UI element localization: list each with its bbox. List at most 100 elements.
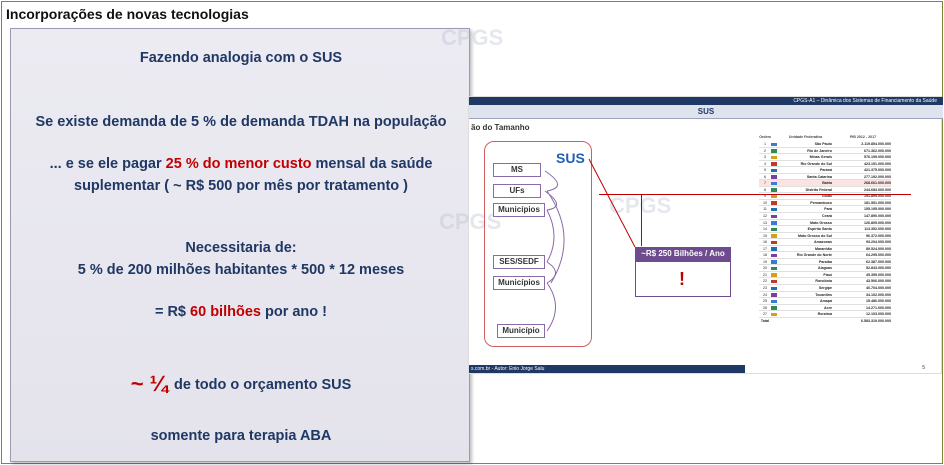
cell-ordem: 22 — [763, 279, 767, 284]
cell-uf: Sergipe — [818, 286, 832, 291]
embedded-slide: CPGS-A1 – Dinâmica dos Sistemas de Finan… — [439, 25, 943, 374]
cell-pib: 12.103.000.000 — [866, 312, 891, 317]
cell-uf: Paraná — [820, 168, 832, 173]
cell-ordem: 24 — [763, 292, 767, 297]
cell-pib: 96.372.000.000 — [866, 233, 891, 238]
flag-icon — [771, 181, 777, 186]
cell-ordem: 14 — [763, 227, 767, 232]
box-ufs: UFs — [493, 184, 541, 198]
cell-pib: 113.352.000.000 — [864, 227, 891, 232]
table-row: 14 Espírito Santo 113.352.000.000 — [759, 226, 891, 233]
cell-pib: 64.295.000.000 — [866, 253, 891, 258]
flag-icon — [771, 306, 777, 310]
flag-icon — [771, 286, 777, 291]
state-flag-icon — [771, 239, 779, 245]
cell-uf: Goiás — [822, 194, 832, 199]
flag-icon — [771, 234, 777, 238]
cell-uf: Santa Catarina — [806, 174, 832, 179]
cell-ordem: 12 — [763, 214, 767, 219]
cell-uf: Espírito Santo — [807, 227, 832, 232]
cell-ordem: 18 — [763, 253, 767, 258]
cell-uf: Piauí — [823, 272, 832, 277]
cell-pib: 155.195.000.000 — [864, 207, 891, 212]
threshold-connector — [641, 194, 642, 246]
pib-table-total: Total 6.583.319.000.000 — [759, 318, 891, 325]
cell-pib: 14.271.000.000 — [866, 305, 891, 310]
total-value: 6.583.319.000.000 — [861, 318, 891, 323]
slide-top-text: CPGS-A1 – Dinâmica dos Sistemas de Finan… — [793, 98, 937, 104]
total-label: Total — [760, 318, 770, 323]
state-flag-icon — [771, 174, 779, 180]
slide-footer: s.com.br - Autor: Enio Jorge Salu — [469, 365, 745, 373]
cell-uf: Distrito Federal — [805, 187, 832, 192]
cell-pib: 2.119.854.000.000 — [861, 142, 891, 146]
flag-icon — [771, 214, 777, 219]
cell-uf: Pernambuco — [810, 200, 832, 205]
cell-ordem: 25 — [763, 299, 767, 304]
state-flag-icon — [771, 220, 779, 226]
cell-uf: Pará — [824, 207, 832, 212]
flag-icon — [771, 175, 777, 179]
state-flag-icon — [771, 246, 779, 252]
state-flag-icon — [771, 311, 779, 317]
flag-icon — [771, 253, 777, 258]
cell-uf: Roraima — [817, 312, 832, 317]
cell-ordem: 26 — [763, 305, 767, 310]
cell-pib: 191.899.000.000 — [864, 194, 891, 199]
state-flag-icon — [771, 252, 779, 258]
cell-uf: Mato Grosso — [810, 220, 832, 225]
cell-uf: Alagoas — [818, 266, 832, 271]
header-flag — [771, 134, 779, 141]
state-flag-icon — [771, 193, 779, 199]
cell-pib: 34.102.000.000 — [866, 292, 891, 297]
analogy-heading: Fazendo analogia com o SUS — [139, 50, 343, 66]
state-flag-icon — [771, 206, 779, 212]
state-flag-icon — [771, 272, 779, 278]
cell-pib: 62.387.000.000 — [866, 259, 891, 264]
demand-line: Se existe demanda de 5 % de demanda TDAH… — [35, 114, 447, 130]
cell-pib: 52.843.000.000 — [866, 266, 891, 271]
total-flag-space — [771, 318, 779, 325]
slide-subtitle: SUS — [469, 105, 943, 119]
state-flag-icon — [771, 180, 779, 186]
cell-pib: 244.683.000.000 — [864, 187, 891, 192]
watermark-top: CPGS — [441, 25, 504, 50]
total-uf-space — [779, 318, 835, 325]
cell-ordem: 16 — [763, 240, 767, 245]
flag-icon — [771, 207, 777, 212]
cell-ordem: 10 — [763, 200, 767, 205]
calculation-line: 5 % de 200 milhões habitantes * 500 * 12… — [77, 262, 405, 278]
cost-line: suplementar ( ~ R$ 500 por mês por trata… — [74, 178, 408, 194]
state-flag-icon — [771, 278, 779, 284]
fraction-text: de todo o orçamento SUS — [174, 377, 352, 393]
sus-group-box — [484, 141, 592, 347]
cell-pib: 43.506.000.000 — [866, 279, 891, 284]
flag-icon — [771, 194, 777, 199]
flow-arrows — [544, 158, 636, 332]
cell-ordem: 3 — [764, 155, 766, 160]
flag-icon — [771, 240, 777, 245]
flag-icon — [771, 227, 777, 232]
cell-pib: 277.192.000.000 — [864, 174, 891, 179]
state-flag-icon — [771, 148, 779, 154]
budget-callout: ~R$ 250 Bilhões / Ano — [635, 247, 731, 261]
cell-uf: Paraíba — [819, 259, 832, 264]
cell-pib: 126.805.000.000 — [864, 220, 891, 225]
cell-pib: 40.704.000.000 — [866, 286, 891, 291]
header-pib: PIB 2012 - 2017 — [849, 135, 877, 139]
sus-label: SUS — [556, 150, 585, 166]
result-highlight: 60 bilhões — [190, 304, 261, 320]
payment-prefix: ... e se ele pagar — [49, 156, 166, 172]
alert-mark: ! — [679, 269, 685, 289]
